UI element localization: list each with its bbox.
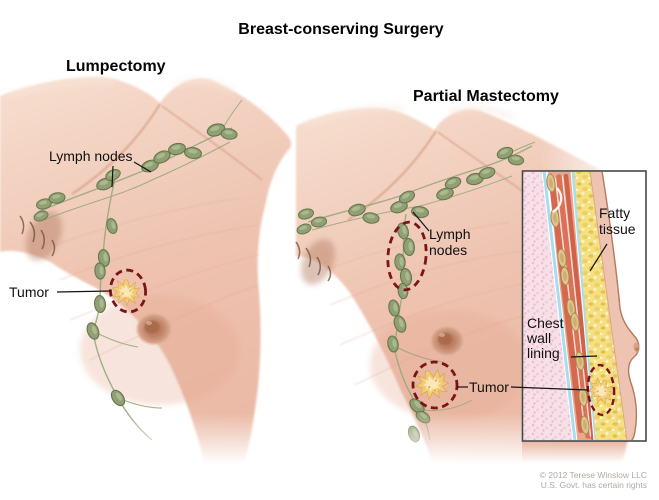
pointer-lymph-left-2 xyxy=(133,161,152,173)
label-chest-wall-lining: Chest wall lining xyxy=(527,315,564,361)
label-lymph-nodes-left: Lymph nodes xyxy=(49,148,133,164)
inset-panel xyxy=(521,170,647,442)
armpit-shadow-right xyxy=(301,239,335,285)
panel-title-partial-mastectomy: Partial Mastectomy xyxy=(413,88,559,105)
copyright-line-1: © 2012 Terese Winslow LLC xyxy=(539,470,647,480)
chest-wall-lining-layer-1 xyxy=(542,172,577,440)
pointer-fatty-tissue xyxy=(589,243,608,272)
nipple-right xyxy=(429,325,465,357)
pointer-lymph-left-1 xyxy=(111,165,114,188)
skin-layer xyxy=(590,172,639,440)
skin-outline xyxy=(601,172,640,440)
label-tumor-left: Tumor xyxy=(9,284,49,300)
chest-interior-tissue xyxy=(523,172,573,440)
label-fatty-tissue: Fatty tissue xyxy=(599,205,636,237)
panel-title-lumpectomy: Lumpectomy xyxy=(66,58,166,75)
nipple-left xyxy=(135,312,173,346)
armpit-hair-right xyxy=(295,241,332,282)
fade-bottom-right xyxy=(273,413,522,500)
torso-left xyxy=(0,77,292,465)
label-tumor-right: Tumor xyxy=(469,379,509,395)
label-lymph-nodes-right: Lymph nodes xyxy=(429,226,471,258)
copyright-line-2: U.S. Govt. has certain rights xyxy=(540,480,647,490)
pointer-chest-wall-lining xyxy=(570,355,598,358)
fade-bottom-left xyxy=(0,413,273,500)
page-title: Breast-conserving Surgery xyxy=(238,21,444,38)
copyright-notice: © 2012 Terese Winslow LLC U.S. Govt. has… xyxy=(540,470,647,490)
tumor-marker-inset xyxy=(586,363,616,417)
flow-arrow xyxy=(552,187,563,213)
pointer-lines xyxy=(56,161,608,391)
muscle-striations-left xyxy=(54,103,263,361)
tumor-marker-right xyxy=(411,360,459,410)
pointer-tumor-right-b xyxy=(510,386,589,391)
tumor-marker-left xyxy=(109,268,147,314)
fatty-tissue-layer xyxy=(574,172,628,440)
pointer-lymph-right xyxy=(412,211,430,232)
fade-arm-right xyxy=(538,88,659,170)
armpit-hair-left xyxy=(19,215,56,257)
fade-under-inset xyxy=(522,442,659,483)
inset-border xyxy=(521,170,647,442)
pointer-tumor-left xyxy=(56,290,112,293)
lymph-nodes-marker-right xyxy=(386,220,428,292)
